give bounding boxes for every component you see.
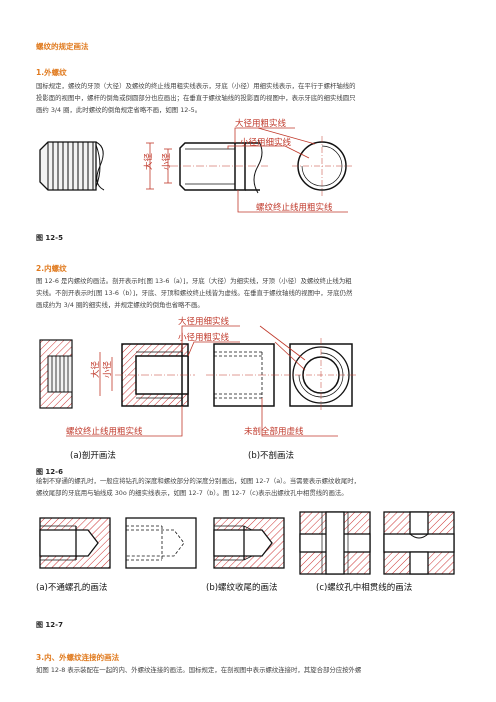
section-heading-connection: 3.内、外螺纹连接的画法 <box>36 653 120 662</box>
internal-thread-hidden-view <box>206 343 282 407</box>
dim-minor-label: 小径 <box>102 360 113 378</box>
figure-caption: 图 12-6 <box>36 468 63 476</box>
figure-caption: 图 12-7 <box>36 621 63 629</box>
blind-hole-hidden <box>125 517 197 569</box>
internal-thread-section-left <box>39 339 73 409</box>
figure-caption: 图 12-5 <box>36 234 63 242</box>
paragraph-external-thread: 国标规定，螺纹的牙顶（大径）及螺纹的终止线用粗实线表示，牙底（小径）用细实线表示… <box>36 80 464 116</box>
label-thread-end: 螺纹终止线用粗实线 <box>66 426 143 437</box>
thread-runout <box>213 517 285 569</box>
label-major-diameter: 大径用细实线 <box>178 316 230 327</box>
dim-major-label: 大径 <box>143 152 154 170</box>
paragraph-blind-hole: 绘制不穿通的螺孔时，一般应将钻孔的深度和螺纹部分的深度分别画出，如图 12-7（… <box>36 475 464 499</box>
intersecting-thread-holes <box>299 511 371 575</box>
leader-lines-fig5 <box>227 127 348 213</box>
label-hidden-lines: 未剖全部用虚线 <box>244 426 304 437</box>
threaded-rod-drawing <box>39 141 105 191</box>
text-line: 画成约为 3/4 圈的细实线，并规定螺纹的倒角也省略不画。 <box>36 301 204 309</box>
screw-side-view <box>170 139 268 194</box>
text-line: 实线。不剖开表示时[图 13-6（b）]，牙底、牙顶和螺纹终止线皆为虚线。在垂直… <box>36 289 353 297</box>
label-thread-end: 螺纹终止线用粗实线 <box>256 202 333 213</box>
page-title: 螺纹的规定画法 <box>36 42 89 51</box>
text-line: 投影面的视图中，螺杆的倒角或倒圆部分也应画出；在垂直于螺纹轴线的投影面的视图中，… <box>36 94 356 102</box>
sub-caption-b: (b)螺纹收尾的画法 <box>206 582 278 593</box>
section-heading-external-thread: 1.外螺纹 <box>36 68 67 77</box>
intersecting-thread-holes-b <box>383 511 455 575</box>
sub-caption-a: (a)不通螺孔的画法 <box>36 582 107 593</box>
internal-thread-end-view <box>284 338 358 412</box>
text-line: 螺纹尾部的牙底用与轴线成 30o 的细实线表示，如图 12-7（b）。图 12-… <box>36 489 348 497</box>
dimension-marks-fig5 <box>146 142 172 190</box>
text-line: 绘制不穿通的螺孔时，一般应将钻孔的深度和螺纹部分的深度分别画出，如图 12-7（… <box>36 477 360 485</box>
figure-12-5: 大径 小径 大径用粗实线 小径用细实线 <box>39 118 352 213</box>
paragraph-internal-thread: 图 12-6 是内螺纹的画法。剖开表示时[图 13-6（a）]，牙底（大径）为细… <box>36 275 464 311</box>
figure-12-7: (a)不通螺孔的画法 (b)螺纹收尾的画法 (c)螺纹孔中相贯线的画法 <box>36 511 455 593</box>
dim-minor-label: 小径 <box>161 152 172 170</box>
text-line: 国标规定，螺纹的牙顶（大径）及螺纹的终止线用粗实线表示，牙底（小径）用细实线表示… <box>36 82 356 90</box>
label-minor-diameter: 小径用粗实线 <box>178 332 230 343</box>
label-minor-diameter: 小径用细实线 <box>240 137 292 148</box>
section-heading-internal-thread: 2.内螺纹 <box>36 264 67 273</box>
text-line: 如图 12-8 表示装配在一起的内、外螺纹连接的画法。国标规定，在剖视图中表示螺… <box>36 666 362 674</box>
figure-12-6: 大径 小径 <box>39 316 358 461</box>
internal-thread-section-view <box>115 343 195 407</box>
sub-caption-c: (c)螺纹孔中相贯线的画法 <box>316 582 412 593</box>
sub-caption-a: (a)剖开画法 <box>70 450 116 461</box>
text-line: 图 12-6 是内螺纹的画法。剖开表示时[图 13-6（a）]，牙底（大径）为细… <box>36 277 352 285</box>
text-line: 画约 3/4 圈，此时螺纹的倒角规定省略不画，如图 12-5。 <box>36 106 202 114</box>
blind-hole-section <box>39 517 111 569</box>
dim-major-label: 大径 <box>90 360 101 378</box>
paragraph-connection: 如图 12-8 表示装配在一起的内、外螺纹连接的画法。国标规定，在剖视图中表示螺… <box>36 664 464 676</box>
screw-end-view <box>292 136 352 196</box>
leader-lines-fig6 <box>66 325 338 437</box>
label-major-diameter: 大径用粗实线 <box>235 118 287 129</box>
sub-caption-b: (b)不剖画法 <box>248 450 294 461</box>
dimension-marks-fig6 <box>99 352 113 396</box>
